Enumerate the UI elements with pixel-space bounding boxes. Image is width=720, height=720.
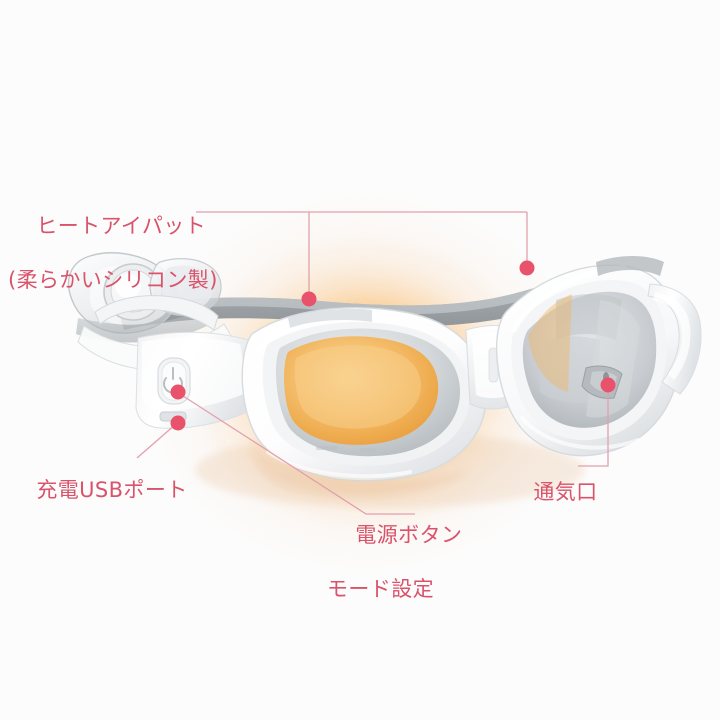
left-eye-cup (241, 307, 487, 482)
hotspot-dot-heatpad-left (301, 291, 317, 307)
head-strap (118, 266, 606, 330)
hotspot-dot-power (170, 384, 186, 400)
hotspot-dot-heatpad-right (519, 260, 535, 276)
leader-usb (136, 423, 177, 459)
label-vent: 通気口 (505, 452, 598, 533)
hotspot-dot-vent (600, 377, 616, 393)
label-heat-pad-line2: (柔らかいシリコン製) (8, 268, 218, 292)
right-eye-cup (495, 256, 702, 457)
label-power-button: 電源ボタン モード設定 (327, 495, 462, 657)
label-power-button-line2: モード設定 (327, 577, 434, 601)
hotspot-dot-usb (170, 415, 186, 431)
label-power-button-line1: 電源ボタン (355, 523, 463, 547)
label-vent-line1: 通気口 (533, 480, 598, 504)
label-heat-pad: ヒートアイパット (柔らかいシリコン製) (8, 186, 218, 348)
leader-vent (578, 388, 609, 467)
label-usb-port: 充電USBポート (8, 450, 188, 531)
label-heat-pad-line1: ヒートアイパット (36, 214, 207, 238)
leader-power (179, 393, 415, 515)
label-usb-port-line1: 充電USBポート (36, 478, 188, 502)
